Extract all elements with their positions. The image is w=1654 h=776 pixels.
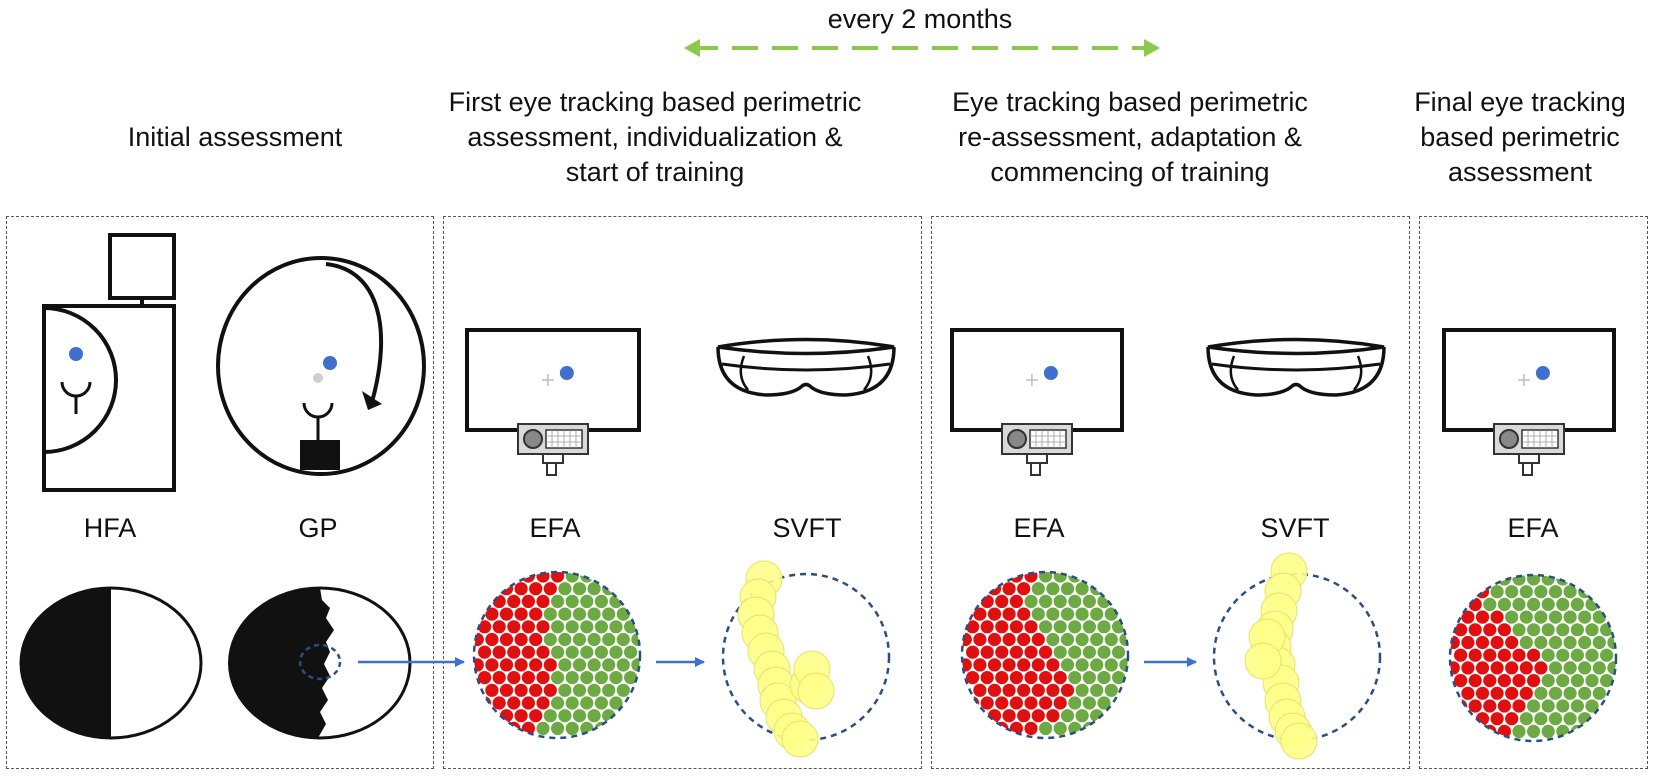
efa-result-field — [960, 570, 1130, 740]
label-efa-3: EFA — [1507, 513, 1559, 543]
vr-headset-icon — [1206, 337, 1386, 397]
panel-caption-final: Final eye tracking based perimetric asse… — [1414, 87, 1626, 187]
eye-tracking-monitor-icon — [1442, 328, 1616, 476]
eye-tracking-monitor-icon — [950, 328, 1124, 476]
svft-training-field — [721, 560, 891, 758]
panel-final-assessment — [1419, 216, 1648, 769]
interval-label: every 2 months — [827, 4, 1013, 34]
interval-double-arrow — [684, 39, 1160, 57]
efa-result-field — [472, 570, 642, 740]
efa-result-field — [1448, 573, 1618, 743]
panel-caption-initial: Initial assessment — [127, 122, 343, 152]
panel-reassessment — [931, 216, 1410, 769]
eye-tracking-monitor-icon — [465, 328, 641, 476]
humphrey-field-analyzer-icon — [42, 233, 176, 492]
panel-first-assessment — [443, 216, 922, 769]
svft-training-field — [1212, 552, 1382, 760]
panel-initial-assessment — [6, 216, 434, 769]
vr-headset-icon — [716, 337, 896, 397]
label-hfa: HFA — [83, 513, 137, 543]
label-efa-1: EFA — [529, 513, 581, 543]
panel-caption-first: First eye tracking based perimetric asse… — [448, 87, 862, 187]
hfa-visual-field — [19, 586, 203, 740]
goldmann-perimeter-icon — [216, 256, 426, 476]
label-svft-2: SVFT — [1260, 513, 1330, 543]
panel-caption-reassessment: Eye tracking based perimetric re-assessm… — [952, 87, 1308, 187]
label-svft-1: SVFT — [772, 513, 842, 543]
label-efa-2: EFA — [1013, 513, 1065, 543]
gp-visual-field — [228, 586, 412, 740]
label-gp: GP — [298, 513, 338, 543]
